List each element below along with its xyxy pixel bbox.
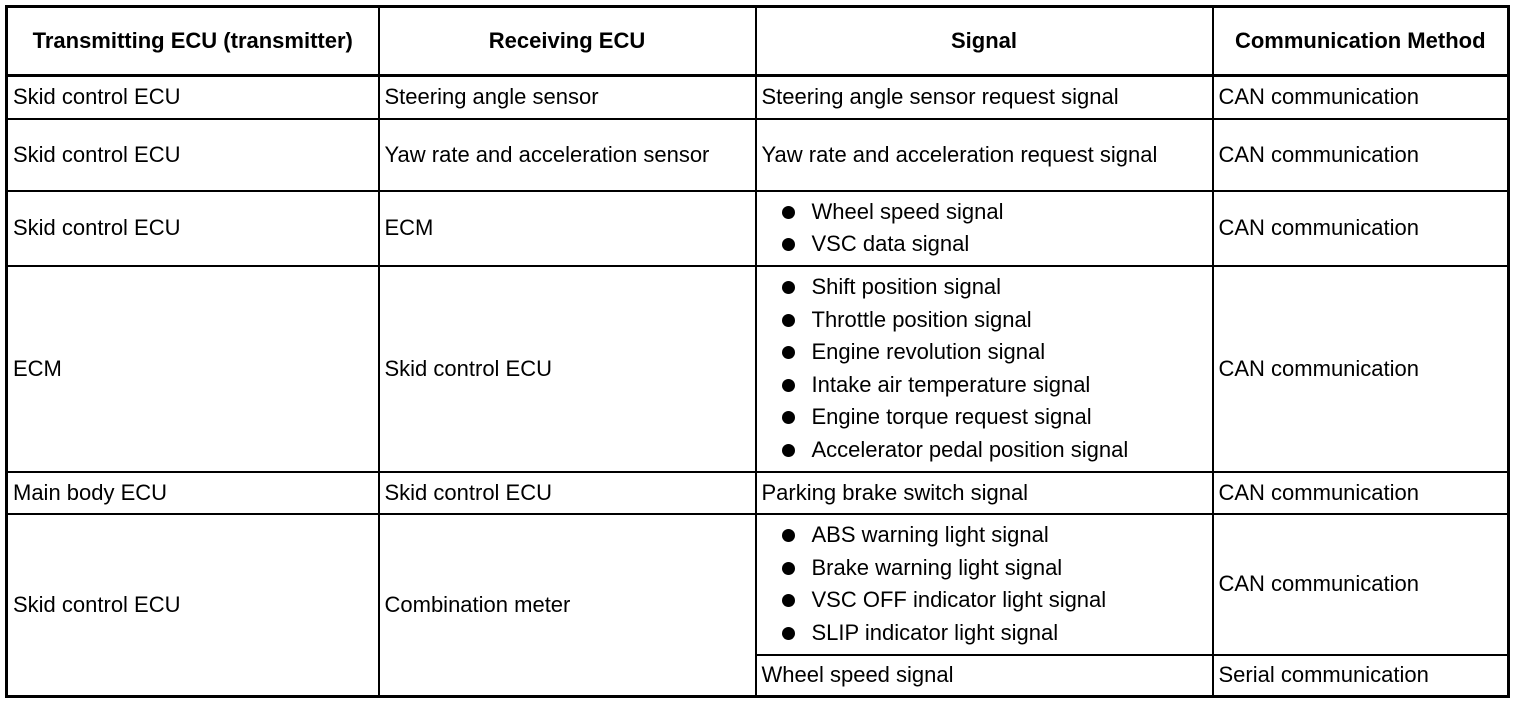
list-item: Wheel speed signal — [776, 196, 1207, 229]
list-item: Shift position signal — [776, 271, 1207, 304]
cell-receiver: Steering angle sensor — [377, 74, 757, 120]
list-item: Engine revolution signal — [776, 336, 1207, 369]
signal-list: Shift position signal Throttle position … — [762, 268, 1207, 470]
communication-table: Transmitting ECU (transmitter) Receiving… — [5, 5, 1510, 699]
table-row: Skid control ECU Combination meter ABS w… — [5, 512, 1510, 698]
signal-list: ABS warning light signal Brake warning l… — [762, 516, 1207, 653]
table-row: Wheel speed signal Serial communication — [7, 653, 1510, 698]
cell-transmitter: Skid control ECU — [5, 117, 380, 192]
cell-signal: Wheel speed signal — [754, 653, 1214, 698]
cell-transmitter: Skid control ECU — [5, 189, 380, 267]
header-signal: Signal — [754, 5, 1214, 77]
header-transmitting-ecu: Transmitting ECU (transmitter) — [5, 5, 380, 77]
cell-method: CAN communication — [1211, 117, 1510, 192]
cell-receiver: Yaw rate and acceleration sensor — [377, 117, 757, 192]
cell-method: Serial communication — [1211, 653, 1510, 698]
table-row: ECM Skid control ECU Shift position sign… — [5, 264, 1510, 473]
table-row: Skid control ECU Yaw rate and accelerati… — [5, 117, 1510, 192]
cell-signal-list: Wheel speed signal VSC data signal — [754, 189, 1214, 267]
list-item: Engine torque request signal — [776, 401, 1207, 434]
cell-method: CAN communication — [1211, 264, 1510, 473]
list-item: ABS warning light signal — [776, 519, 1207, 552]
list-item: VSC data signal — [776, 228, 1207, 261]
signal-list: Wheel speed signal VSC data signal — [762, 193, 1207, 264]
cell-signal-list: ABS warning light signal Brake warning l… — [754, 512, 1214, 656]
cell-receiver: ECM — [377, 189, 757, 267]
list-item: Throttle position signal — [776, 304, 1207, 337]
cell-transmitter: ECM — [5, 264, 380, 473]
cell-method: CAN communication — [1211, 470, 1510, 515]
list-item: Accelerator pedal position signal — [776, 434, 1207, 467]
cell-method: CAN communication — [1211, 189, 1510, 267]
cell-receiver: Skid control ECU — [377, 470, 757, 515]
table-row: Skid control ECU ECM Wheel speed signal … — [5, 189, 1510, 267]
cell-transmitter: Main body ECU — [5, 470, 380, 515]
cell-receiver: Combination meter — [377, 512, 757, 698]
cell-signal: Parking brake switch signal — [754, 470, 1214, 515]
list-item: Intake air temperature signal — [776, 369, 1207, 402]
table-row: Skid control ECU Steering angle sensor S… — [5, 74, 1510, 120]
header-row: Transmitting ECU (transmitter) Receiving… — [5, 5, 1510, 77]
table-row: Main body ECU Skid control ECU Parking b… — [5, 470, 1510, 515]
cell-method: CAN communication — [1211, 512, 1510, 656]
list-item: Brake warning light signal — [776, 552, 1207, 585]
cell-signal: Steering angle sensor request signal — [754, 74, 1214, 120]
cell-transmitter: Skid control ECU — [5, 74, 380, 120]
cell-signal-list: Shift position signal Throttle position … — [754, 264, 1214, 473]
list-item: SLIP indicator light signal — [776, 617, 1207, 650]
cell-method: CAN communication — [1211, 74, 1510, 120]
list-item: VSC OFF indicator light signal — [776, 584, 1207, 617]
cell-receiver: Skid control ECU — [377, 264, 757, 473]
cell-signal: Yaw rate and acceleration request signal — [754, 117, 1214, 192]
header-receiving-ecu: Receiving ECU — [377, 5, 757, 77]
cell-transmitter: Skid control ECU — [5, 512, 380, 698]
header-communication-method: Communication Method — [1211, 5, 1510, 77]
